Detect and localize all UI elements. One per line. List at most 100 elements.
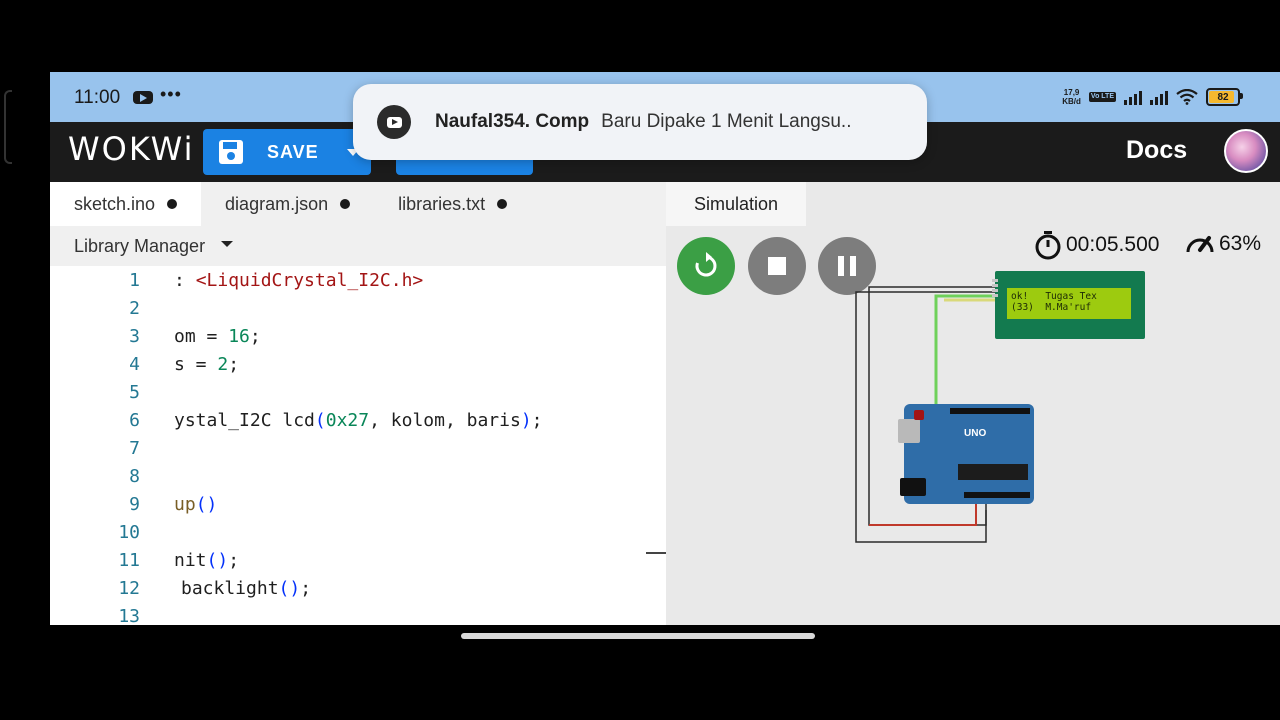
- more-notifications-icon: •••: [160, 84, 182, 104]
- editor-tabs: sketch.ino diagram.json libraries.txt: [50, 182, 666, 226]
- code-line: 2: [50, 294, 666, 322]
- stop-simulation-button[interactable]: [748, 237, 806, 295]
- library-manager-label: Library Manager: [74, 235, 206, 256]
- lcd-line-1: ok! Tugas Tex: [1011, 291, 1097, 302]
- battery-icon: 82: [1206, 88, 1243, 106]
- tab-simulation[interactable]: Simulation: [666, 182, 806, 226]
- code-text: up(): [174, 493, 218, 515]
- user-avatar[interactable]: [1224, 129, 1268, 173]
- restart-simulation-button[interactable]: [677, 237, 735, 295]
- stopwatch-icon: [1035, 231, 1061, 260]
- library-manager-bar[interactable]: Library Manager: [50, 226, 666, 266]
- tab-diagram-json[interactable]: diagram.json: [201, 182, 374, 226]
- code-line: 6 ystal_I2C lcd(0x27, kolom, baris);: [50, 406, 666, 434]
- line-number: 7: [129, 437, 140, 459]
- unsaved-dot-icon: [167, 199, 178, 209]
- tab-libraries-txt[interactable]: libraries.txt: [374, 182, 531, 226]
- simulation-speed: 63%: [1184, 230, 1261, 258]
- code-line: 12 backlight();: [50, 574, 666, 602]
- unsaved-dot-icon: [340, 199, 351, 209]
- signal-icon-2: [1150, 89, 1168, 105]
- unsaved-dot-icon: [497, 199, 508, 209]
- reset-button[interactable]: [914, 410, 924, 420]
- lcd-line-2: (33) M.Ma'ruf: [1011, 302, 1092, 313]
- code-line: 5: [50, 378, 666, 406]
- speedometer-icon: [1186, 236, 1214, 253]
- volte-icon: Vo LTE: [1088, 92, 1116, 102]
- code-text: : <LiquidCrystal_I2C.h>: [174, 269, 424, 291]
- line-number: 3: [129, 325, 140, 347]
- digital-header: [950, 408, 1030, 414]
- tab-label: sketch.ino: [74, 193, 156, 214]
- status-time: 11:00: [74, 87, 121, 108]
- network-speed-value: 17,9: [1063, 88, 1080, 97]
- restart-icon: [695, 252, 717, 277]
- line-number: 6: [129, 409, 140, 431]
- speed-value: 63%: [1219, 232, 1262, 255]
- wifi-icon: [1176, 89, 1198, 105]
- save-label: SAVE: [267, 141, 319, 162]
- wokwi-logo[interactable]: WOKWi: [68, 130, 195, 168]
- tab-sketch-ino[interactable]: sketch.ino: [50, 182, 202, 226]
- arduino-uno-board[interactable]: UNO: [898, 404, 1034, 504]
- line-number: 8: [129, 465, 140, 487]
- code-line: 8: [50, 462, 666, 490]
- chevron-down-icon[interactable]: [221, 241, 234, 247]
- code-text: ystal_I2C lcd(0x27, kolom, baris);: [174, 409, 543, 431]
- line-number: 1: [129, 269, 140, 291]
- youtube-notification-icon: [133, 91, 153, 104]
- stop-icon: [768, 257, 786, 275]
- panel-resize-handle[interactable]: [646, 552, 666, 554]
- pause-icon: [838, 256, 856, 276]
- tab-label: diagram.json: [225, 193, 329, 214]
- network-speed: 17,9 KB/d: [1062, 88, 1081, 106]
- tab-label: libraries.txt: [398, 193, 486, 214]
- code-editor-panel: sketch.ino diagram.json libraries.txt Li…: [50, 182, 666, 625]
- save-icon: [219, 140, 243, 164]
- toast-message: Baru Dipake 1 Menit Langsu..: [601, 111, 852, 132]
- code-line: 1 : <LiquidCrystal_I2C.h>: [50, 266, 666, 294]
- code-text: om = 16;: [174, 325, 261, 347]
- line-number: 10: [118, 521, 140, 543]
- line-number: 12: [118, 577, 140, 599]
- line-number: 9: [129, 493, 140, 515]
- code-area[interactable]: 1 : <LiquidCrystal_I2C.h> 2 3 om = 16; 4…: [50, 266, 666, 626]
- phone-screen: 11:00 ••• 17,9 KB/d Vo LTE 82 WOKWi: [50, 72, 1280, 625]
- phone-side-edge: [4, 90, 12, 164]
- save-dropdown-icon[interactable]: [346, 148, 359, 156]
- line-number: 2: [129, 297, 140, 319]
- line-number: 5: [129, 381, 140, 403]
- line-number: 13: [118, 605, 140, 626]
- signal-icon-1: [1124, 89, 1142, 105]
- code-text: nit();: [174, 549, 240, 571]
- power-jack: [900, 478, 926, 496]
- line-number: 4: [129, 353, 140, 375]
- code-line: 7: [50, 434, 666, 462]
- lcd-pins: [992, 279, 998, 299]
- battery-level: 82: [1217, 91, 1229, 103]
- lcd-display-module[interactable]: ok! Tugas Tex (33) M.Ma'ruf: [992, 271, 1145, 339]
- usb-port: [898, 419, 920, 443]
- lcd-screen: ok! Tugas Tex (33) M.Ma'ruf: [1007, 288, 1131, 319]
- status-indicators: 17,9 KB/d Vo LTE 82: [1062, 86, 1243, 108]
- timer-value: 00:05.500: [1066, 233, 1160, 256]
- code-line: 10: [50, 518, 666, 546]
- circuit-wires: [855, 286, 998, 543]
- docs-link[interactable]: Docs: [1126, 136, 1188, 164]
- code-line: 4 s = 2;: [50, 350, 666, 378]
- code-text: s = 2;: [174, 353, 240, 375]
- network-speed-unit: KB/d: [1062, 97, 1081, 106]
- code-line: 3 om = 16;: [50, 322, 666, 350]
- code-line: 9 up(): [50, 490, 666, 518]
- gesture-navigation-bar[interactable]: [461, 633, 815, 639]
- save-button[interactable]: SAVE: [203, 129, 371, 175]
- toast-sender: Naufal354. Comp: [435, 111, 590, 132]
- notification-toast[interactable]: Naufal354. Comp Baru Dipake 1 Menit Lang…: [353, 84, 927, 160]
- analog-header: [964, 492, 1030, 498]
- arduino-label: UNO: [964, 428, 987, 439]
- line-number: 11: [118, 549, 140, 571]
- code-line: 11 nit();: [50, 546, 666, 574]
- simulation-panel: Simulation 00:05.500 6: [666, 182, 1280, 625]
- pause-simulation-button[interactable]: [818, 237, 876, 295]
- simulation-timer: 00:05.500: [1034, 230, 1159, 260]
